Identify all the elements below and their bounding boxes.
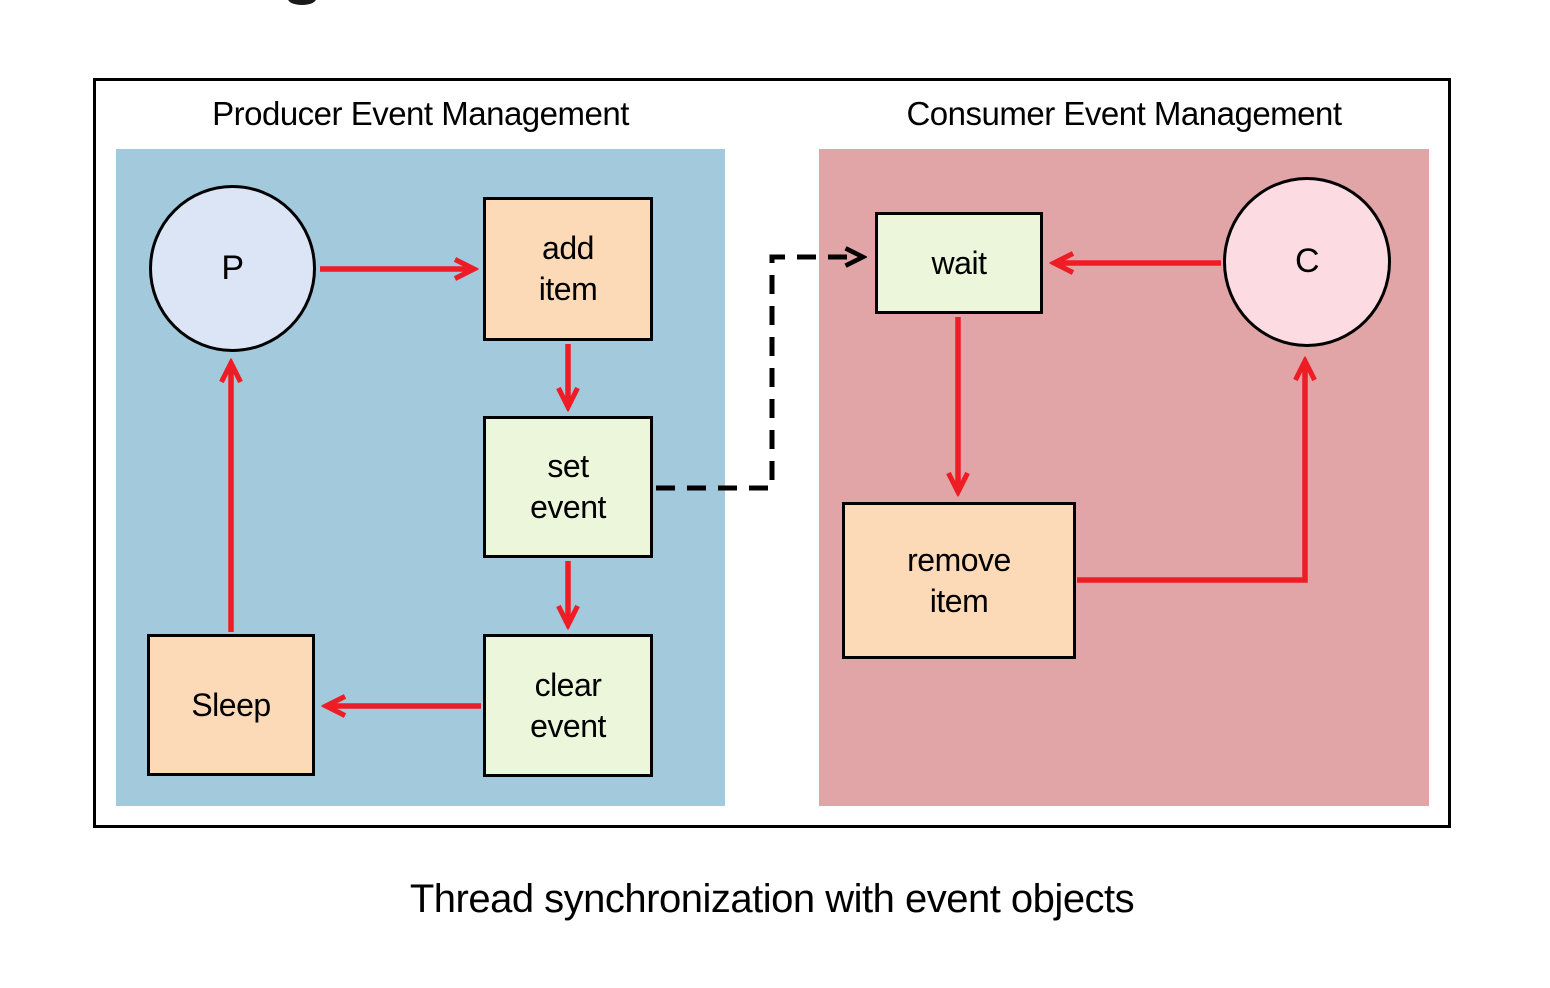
add-item-box: add item (483, 197, 653, 341)
consumer-panel-title: Consumer Event Management (906, 95, 1342, 132)
clear-event-box: clear event (483, 634, 653, 777)
producer-panel-title: Producer Event Management (212, 95, 629, 132)
wait-box: wait (875, 212, 1043, 314)
sleep-box: Sleep (147, 634, 315, 776)
diagram-caption: Thread synchronization with event object… (409, 877, 1135, 921)
remove-item-box: remove item (842, 502, 1076, 659)
cropped-heading-fragment (288, 0, 316, 5)
consumer-thread-circle: C (1223, 177, 1391, 347)
producer-thread-circle: P (149, 185, 316, 352)
set-event-box: set event (483, 416, 653, 558)
